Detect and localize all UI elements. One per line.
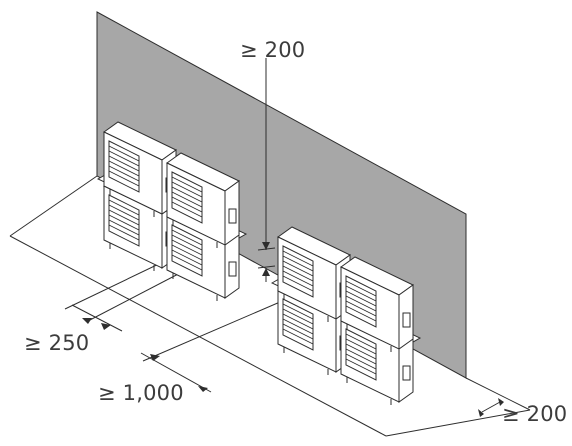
unit-spacing-label: ≥ 1,000 xyxy=(98,381,184,405)
unit-right-front-upper xyxy=(340,256,414,352)
dimension-arrows xyxy=(82,242,504,417)
top-clearance-label: ≥ 200 xyxy=(240,38,306,62)
rear-clearance-label: ≥ 200 xyxy=(502,402,568,426)
unit-left-front-upper xyxy=(166,152,240,248)
floor-outline xyxy=(9,175,531,437)
outdoor-units xyxy=(96,121,422,405)
side-clearance-label: ≥ 250 xyxy=(24,331,90,355)
